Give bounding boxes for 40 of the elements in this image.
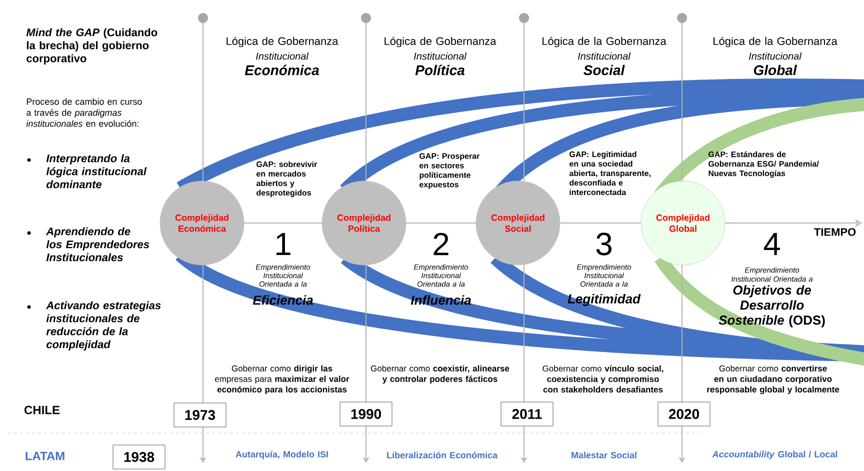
intro-text: Proceso de cambio en curso a través de paradigmas institucionales en evolución: [26, 98, 142, 127]
year-box: 1973 [174, 402, 226, 428]
heading-text: Lógica de la Gobernanza [714, 36, 838, 48]
heading-text: Institucional [749, 52, 802, 60]
stage-number: 1 [276, 233, 290, 255]
heading-text: Institucional [414, 52, 467, 60]
description-text: Gobernar como coexistir, alinearse y controlar poderes fácticos [370, 365, 510, 384]
heading-text: Política [415, 64, 464, 76]
axis-label: TIEMPO [814, 228, 856, 236]
heading-text: Global [754, 64, 798, 76]
stage-number: 3 [596, 232, 612, 256]
period-text: Malestar Social [572, 452, 636, 458]
heading-text: Institucional [578, 52, 631, 60]
gap-text: GAP: Estándares de Gobernanza ESG/ Pandemia/ Nuevas Tecnologías [708, 151, 819, 178]
heading-text: Económica [244, 64, 319, 76]
gap-text: GAP: sobrevivir en mercados abiertos y desprotegidos [256, 161, 317, 198]
year-box: 2020 [658, 402, 710, 426]
heading-text: Institucional [256, 52, 309, 60]
period-text: Liberalización Económica [387, 452, 498, 458]
bullet-text: Activando estrategias institucionales de reducción de la complejidad [46, 301, 161, 350]
region-label: CHILE [24, 406, 60, 414]
heading-text: Lógica de Gobernanza [384, 36, 496, 48]
heading-text: Lógica de Gobernanza [226, 36, 338, 48]
heading-text: Lógica de la Gobernanza [542, 36, 666, 48]
year-box: 2011 [500, 402, 554, 426]
description-text: Gobernar como dirigir las empresas para maximizar el valor económico para los accionistas [215, 365, 350, 394]
caption-text: Objetivos de Desarrollo Sostenible (ODS) [718, 285, 825, 328]
description-text: Gobernar como convertirse en un ciudadano corporativo responsable global y localmente [707, 365, 840, 394]
description-text: Gobernar como vínculo social, coexistencia y compromiso con stakeholders desafiantes [542, 365, 664, 393]
region-label: LATAM [26, 452, 64, 460]
stage-number: 2 [434, 232, 448, 256]
title-text: Mind the GAP (Cuidando la brecha) del gobierno corporativo [26, 28, 158, 64]
period-text: Accountability Global / Local [712, 450, 838, 460]
period-text: Autarquía, Modelo ISI [236, 450, 328, 460]
stage-number: 4 [764, 233, 780, 255]
year-box: 1990 [340, 402, 392, 426]
bullet-text: Aprendiendo de los Emprendedores Institucionales [46, 227, 150, 262]
bullet-text: Interpretando la lógica institucional dominante [46, 154, 147, 188]
year-box: 1938 [112, 444, 166, 470]
heading-text: Social [584, 64, 625, 76]
